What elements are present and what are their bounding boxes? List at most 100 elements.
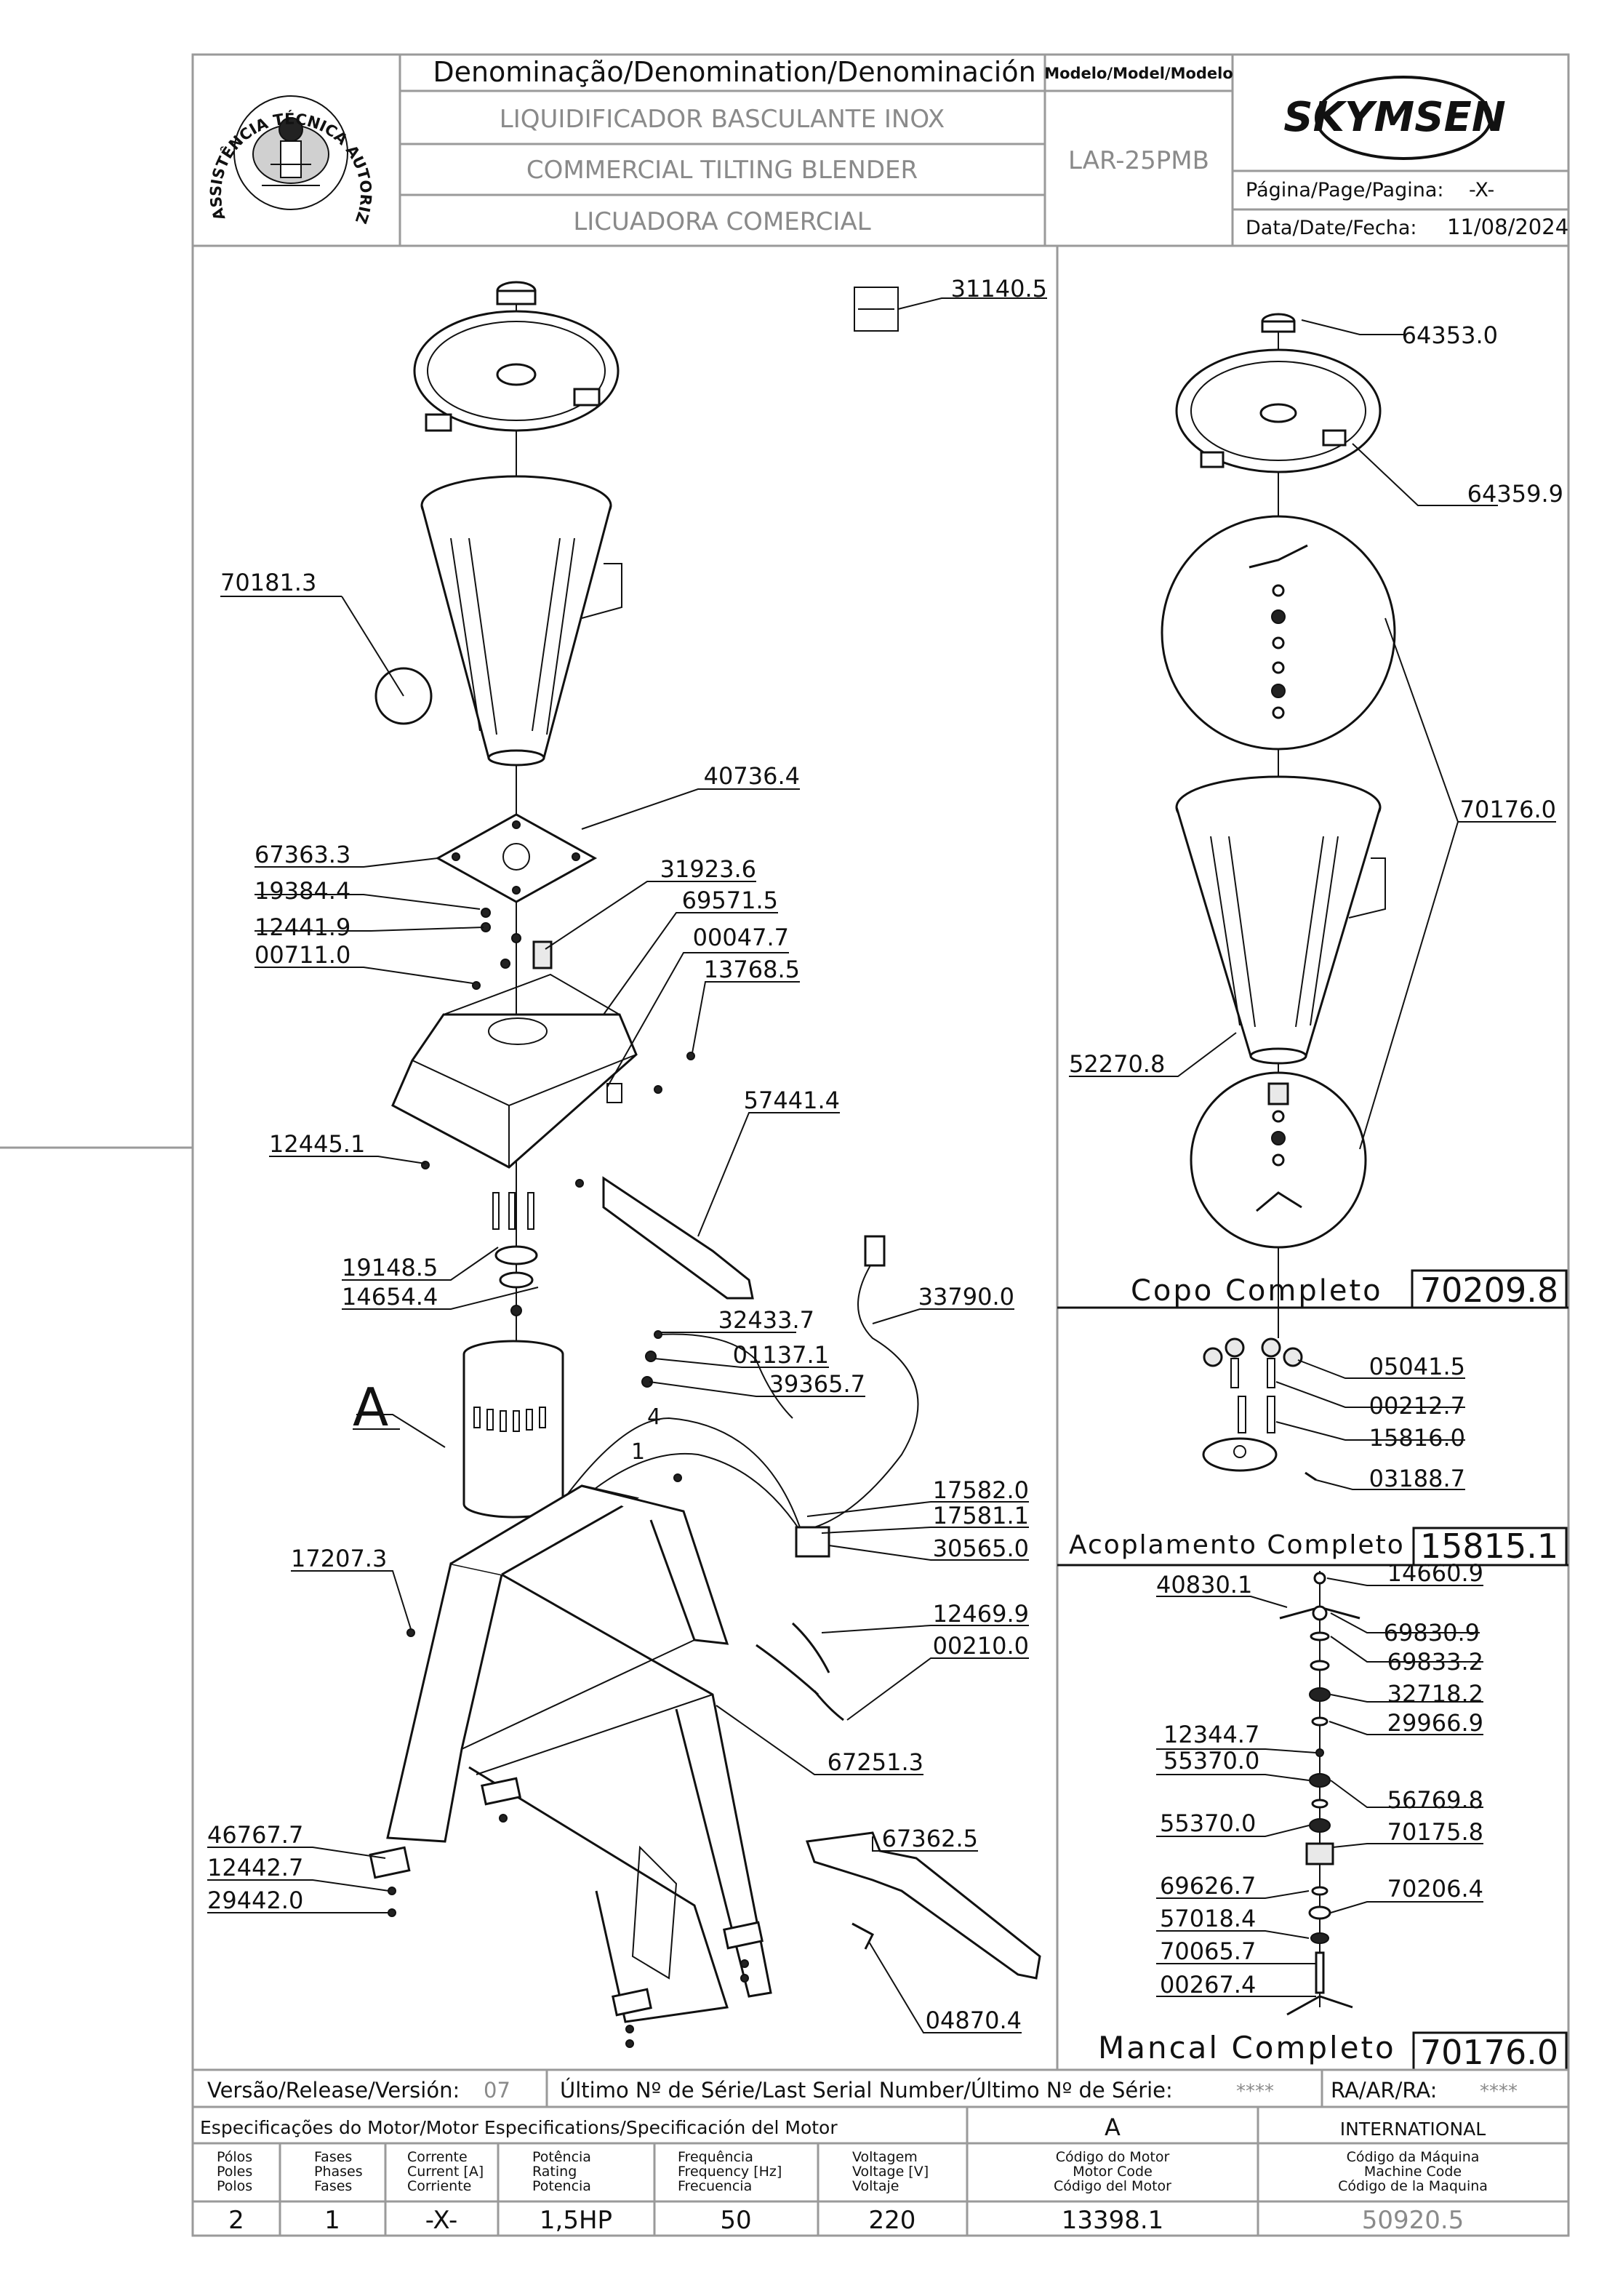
main-exploded-view bbox=[369, 281, 1041, 2048]
part-label: 70175.8 bbox=[1387, 1818, 1483, 1846]
date-label: Data/Date/Fecha: bbox=[1246, 217, 1416, 239]
svg-text:Poles: Poles bbox=[217, 2164, 252, 2180]
poles-value: 2 bbox=[228, 2206, 244, 2235]
page-value: -X- bbox=[1469, 179, 1494, 201]
part-label: 12442.7 bbox=[207, 1854, 303, 1881]
part-label: 00047.7 bbox=[693, 924, 789, 951]
copo-completo-drawing: 64353.0 64359.9 70176.0 52270.8 Copo Com… bbox=[1069, 313, 1563, 1338]
part-label: 14660.9 bbox=[1387, 1559, 1483, 1587]
copo-code: 70209.8 bbox=[1420, 1271, 1558, 1310]
logo-text: ASSISTÊNCIA TÉCNICA AUTORIZADA bbox=[0, 0, 374, 226]
main-leaders bbox=[207, 297, 1047, 2033]
part-label: 29442.0 bbox=[207, 1887, 303, 1914]
frequency-value: 50 bbox=[720, 2206, 751, 2235]
part-label: 46767.7 bbox=[207, 1821, 303, 1849]
svg-text:Frequência: Frequência bbox=[678, 2149, 753, 2165]
denomination-label: Denominação/Denomination/Denominación bbox=[433, 56, 1035, 88]
motor-code-value: 13398.1 bbox=[1062, 2206, 1164, 2235]
name-en: COMMERCIAL TILTING BLENDER bbox=[526, 156, 918, 185]
part-label: 12344.7 bbox=[1163, 1721, 1259, 1748]
part-label: 39365.7 bbox=[769, 1370, 865, 1398]
part-label: 57018.4 bbox=[1160, 1905, 1256, 1932]
motor-callout: A bbox=[353, 1377, 388, 1438]
part-label: 64353.0 bbox=[1402, 321, 1498, 349]
part-label: 05041.5 bbox=[1369, 1353, 1465, 1380]
part-label: 57441.4 bbox=[744, 1087, 840, 1114]
part-label: 30565.0 bbox=[933, 1535, 1029, 1562]
svg-text:Código da Máquina: Código da Máquina bbox=[1347, 2149, 1480, 2165]
part-label: 32718.2 bbox=[1387, 1680, 1483, 1708]
svg-text:Phases: Phases bbox=[314, 2164, 363, 2180]
copo-title: Copo Completo bbox=[1131, 1274, 1383, 1308]
part-label: 17207.3 bbox=[291, 1545, 387, 1572]
acoplamento-title: Acoplamento Completo bbox=[1069, 1530, 1405, 1560]
authorized-service-logo: ASSISTÊNCIA TÉCNICA AUTORIZADA bbox=[0, 0, 374, 226]
rating-value: 1,5HP bbox=[540, 2206, 612, 2235]
part-label: 55370.0 bbox=[1160, 1809, 1256, 1837]
part-label: 00212.7 bbox=[1369, 1392, 1465, 1420]
voltage-value: 220 bbox=[869, 2206, 916, 2235]
part-label: 19148.5 bbox=[342, 1254, 438, 1281]
part-label: 52270.8 bbox=[1069, 1050, 1165, 1078]
current-value: -X- bbox=[425, 2206, 457, 2235]
svg-text:Machine Code: Machine Code bbox=[1364, 2164, 1462, 2180]
name-pt: LIQUIDIFICADOR BASCULANTE INOX bbox=[500, 105, 945, 134]
motor-variant: A bbox=[1105, 2113, 1121, 2141]
release-row: Versão/Release/Versión: 07 Último Nº de … bbox=[193, 2068, 1568, 2108]
svg-text:Potência: Potência bbox=[532, 2149, 591, 2165]
model-value: LAR-25PMB bbox=[1068, 146, 1209, 175]
machine-code-value: 50920.5 bbox=[1362, 2206, 1464, 2235]
svg-text:Código del Motor: Código del Motor bbox=[1054, 2178, 1171, 2194]
part-label: 32433.7 bbox=[718, 1306, 814, 1334]
part-label: 03188.7 bbox=[1369, 1465, 1465, 1492]
svg-text:Corriente: Corriente bbox=[407, 2178, 471, 2194]
motor-spec-title: Especificações do Motor/Motor Especifica… bbox=[200, 2117, 838, 2138]
svg-text:Motor Code: Motor Code bbox=[1073, 2164, 1153, 2180]
svg-text:Voltage [V]: Voltage [V] bbox=[852, 2164, 929, 2180]
part-label: 12441.9 bbox=[255, 913, 350, 941]
part-label: 67363.3 bbox=[255, 841, 350, 868]
svg-text:Código de la Maquina: Código de la Maquina bbox=[1338, 2178, 1488, 2194]
part-label: 69626.7 bbox=[1160, 1872, 1256, 1900]
spec-headers: Pólos Poles Polos Fases Phases Fases Cor… bbox=[217, 2149, 1488, 2194]
part-label: 12469.9 bbox=[933, 1600, 1029, 1628]
spec-values: 2 1 -X- 1,5HP 50 220 13398.1 50920.5 bbox=[228, 2206, 1464, 2235]
phases-value: 1 bbox=[324, 2206, 340, 2235]
part-label: 67251.3 bbox=[827, 1748, 923, 1776]
ra-value: **** bbox=[1480, 2081, 1518, 2103]
svg-text:Voltaje: Voltaje bbox=[852, 2178, 899, 2194]
drawing-border bbox=[191, 53, 1570, 2237]
part-label: 29966.9 bbox=[1387, 1709, 1483, 1737]
name-es: LICUADORA COMERCIAL bbox=[573, 207, 870, 236]
release-value: 07 bbox=[484, 2078, 510, 2103]
brand-logo: SKYMSEN bbox=[1283, 76, 1506, 160]
part-label: 70065.7 bbox=[1160, 1937, 1256, 1965]
date-value: 11/08/2024 bbox=[1447, 215, 1568, 239]
part-label: 13768.5 bbox=[704, 956, 800, 983]
part-label: 14654.4 bbox=[342, 1283, 438, 1311]
acoplamento-code: 15815.1 bbox=[1420, 1527, 1558, 1566]
ra-label: RA/AR/RA: bbox=[1331, 2078, 1437, 2103]
svg-text:Frecuencia: Frecuencia bbox=[678, 2178, 752, 2194]
market-label: INTERNATIONAL bbox=[1340, 2119, 1486, 2140]
part-label: 17581.1 bbox=[933, 1502, 1029, 1529]
part-label: 70181.3 bbox=[220, 569, 316, 596]
wire-label: 1 bbox=[631, 1439, 645, 1465]
svg-text:Código do Motor: Código do Motor bbox=[1056, 2149, 1170, 2165]
mancal-code: 70176.0 bbox=[1420, 2033, 1558, 2072]
svg-text:Polos: Polos bbox=[217, 2178, 252, 2194]
svg-text:Fases: Fases bbox=[314, 2178, 352, 2194]
part-label: 69571.5 bbox=[682, 887, 778, 914]
part-label: 40830.1 bbox=[1156, 1571, 1252, 1599]
page-label: Página/Page/Pagina: bbox=[1246, 179, 1443, 201]
part-label: 69833.2 bbox=[1387, 1648, 1483, 1676]
part-label: 56769.8 bbox=[1387, 1786, 1483, 1814]
part-label: 31140.5 bbox=[951, 275, 1047, 303]
part-label: 15816.0 bbox=[1369, 1424, 1465, 1452]
acoplamento-completo-drawing: 05041.5 00212.7 15816.0 03188.7 Acoplame… bbox=[1069, 1337, 1558, 1566]
part-label: 01137.1 bbox=[733, 1341, 829, 1369]
part-label: 67362.5 bbox=[882, 1825, 978, 1852]
part-label: 04870.4 bbox=[926, 2007, 1022, 2034]
part-label: 31923.6 bbox=[660, 855, 756, 883]
